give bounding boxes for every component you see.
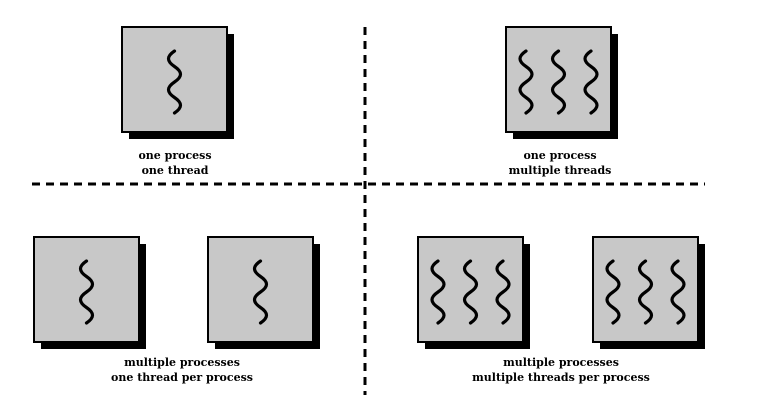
wavy-line-icon [670, 259, 686, 325]
process-box-icon [592, 236, 705, 349]
caption-line-2: multiple threads [508, 164, 612, 177]
caption-line-1: one process [138, 149, 212, 162]
caption-line-2: multiple threads per process [472, 371, 650, 384]
process-box-icon [417, 236, 530, 349]
wavy-line-icon [252, 259, 269, 325]
caption-line-1: multiple processes [124, 356, 240, 369]
caption-line-2: one thread [141, 164, 209, 177]
caption-line-1: multiple processes [503, 356, 619, 369]
wavy-line-icon [550, 49, 567, 115]
wavy-line-icon [166, 49, 183, 115]
wavy-line-icon [518, 49, 534, 115]
process-box-icon [33, 236, 146, 349]
wavy-line-icon [637, 259, 654, 325]
process-box [121, 26, 228, 133]
caption-one-process-one-thread: one process one thread [138, 148, 211, 178]
wavy-line-icon [605, 259, 621, 325]
process-box [207, 236, 314, 343]
process-box-icon [207, 236, 320, 349]
wavy-line-icon [78, 259, 95, 325]
process-box-icon [121, 26, 234, 139]
wavy-line-icon [462, 259, 479, 325]
caption-one-process-multiple-threads: one process multiple threads [509, 148, 612, 178]
process-box-icon [505, 26, 618, 139]
caption-multiple-processes-multiple-threads: multiple processes multiple threads per … [472, 355, 650, 385]
wavy-line-icon [430, 259, 446, 325]
process-box [33, 236, 140, 343]
caption-line-1: one process [523, 149, 597, 162]
wavy-line-icon [583, 49, 599, 115]
caption-line-2: one thread per process [111, 371, 253, 384]
process-boxes [33, 26, 705, 349]
wavy-line-icon [495, 259, 511, 325]
caption-multiple-processes-one-thread: multiple processes one thread per proces… [111, 355, 253, 385]
